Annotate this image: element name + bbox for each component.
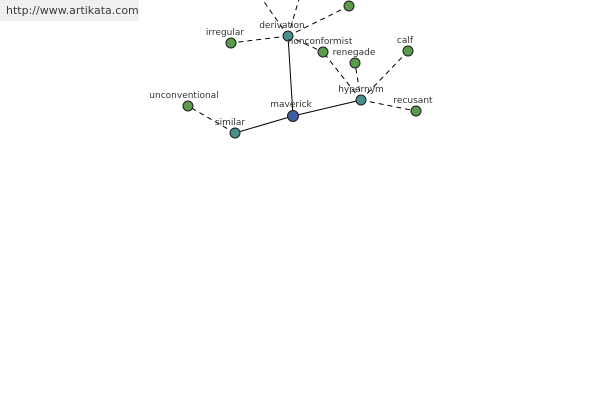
- label-hypernym[interactable]: hypernym: [338, 85, 384, 95]
- label-derivation[interactable]: derivation: [259, 21, 305, 31]
- node-top-right-leaf[interactable]: [343, 0, 355, 12]
- label-calf[interactable]: calf: [397, 36, 414, 46]
- node-calf[interactable]: [402, 45, 414, 57]
- node-unconventional[interactable]: [182, 100, 194, 112]
- label-recusant[interactable]: recusant: [393, 96, 433, 106]
- edge-hypernym-calf: [360, 50, 409, 101]
- label-nonconformist[interactable]: nonconformist: [288, 37, 353, 47]
- nodes-layer: [182, 0, 422, 139]
- label-unconventional[interactable]: unconventional: [149, 91, 218, 101]
- edge-derivation-irregular: [230, 35, 289, 44]
- label-similar[interactable]: similar: [215, 118, 245, 128]
- edge-derivation-offscreen-left: [262, 0, 289, 37]
- label-irregular[interactable]: irregular: [206, 28, 245, 38]
- node-irregular[interactable]: [225, 37, 237, 49]
- label-maverick[interactable]: maverick: [270, 100, 312, 110]
- edges-layer: [187, 0, 417, 134]
- node-maverick[interactable]: [287, 110, 299, 122]
- node-nonconformist[interactable]: [317, 46, 329, 58]
- node-derivation[interactable]: [282, 30, 294, 42]
- node-hypernym[interactable]: [355, 94, 367, 106]
- edge-derivation-nonconformist: [287, 35, 324, 53]
- label-renegade[interactable]: renegade: [333, 48, 376, 58]
- edge-hypernym-recusant: [360, 99, 417, 112]
- labels-layer: maverick derivation similar hypernym irregul…: [149, 21, 433, 128]
- edge-hypernym-nonconformist: [322, 51, 362, 101]
- edge-derivation-top-right-leaf: [287, 5, 350, 37]
- edge-maverick-similar: [234, 115, 294, 134]
- edge-maverick-hypernym: [292, 99, 362, 117]
- node-renegade[interactable]: [349, 57, 361, 69]
- edge-hypernym-renegade: [354, 62, 362, 101]
- source-url-link[interactable]: http://www.artikata.com: [0, 0, 139, 21]
- edge-similar-unconventional: [187, 105, 236, 134]
- edge-derivation-offscreen-mid: [287, 0, 300, 37]
- node-recusant[interactable]: [410, 105, 422, 117]
- node-similar[interactable]: [229, 127, 241, 139]
- edge-maverick-derivation: [287, 35, 294, 117]
